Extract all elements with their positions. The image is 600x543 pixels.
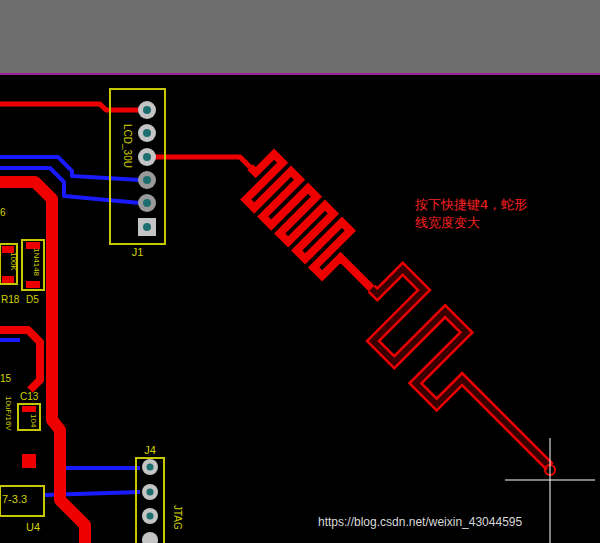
trace — [60, 466, 140, 470]
resistor-outline — [0, 244, 17, 284]
board-edge — [0, 73, 600, 75]
serpentine-trace — [232, 149, 390, 307]
designator: D5 — [26, 294, 39, 305]
component-value: 1N4148 — [32, 248, 41, 276]
pad-hole — [143, 106, 151, 114]
pad — [142, 532, 158, 543]
cursor-line — [550, 438, 551, 543]
top-traces — [0, 104, 575, 543]
pad — [22, 406, 36, 412]
j4-pads — [142, 459, 158, 543]
bottom-traces — [0, 157, 140, 495]
pad — [138, 171, 156, 189]
annotation: 按下快捷键4，蛇形 线宽度变大 — [415, 196, 535, 232]
pad — [142, 484, 158, 500]
pad — [138, 194, 156, 212]
trace — [147, 157, 250, 167]
designator: R18 — [1, 294, 19, 305]
designator: 6 — [0, 207, 6, 218]
pad-hole — [143, 129, 151, 137]
component-value: 10uF/16V — [4, 396, 13, 431]
pad — [26, 281, 40, 288]
pad — [2, 246, 14, 253]
pad — [138, 148, 156, 166]
component-value: 104 — [29, 414, 38, 427]
connector-outline: J4JTAG — [135, 457, 165, 543]
pad-hole — [147, 464, 154, 471]
pad — [26, 242, 40, 249]
selected-serpentine — [346, 263, 575, 492]
pad-hole — [147, 489, 154, 496]
regulator-outline — [0, 486, 44, 516]
pad-hole — [143, 223, 151, 231]
pad — [142, 508, 158, 524]
designator: U4 — [26, 521, 40, 533]
designator: J4 — [137, 444, 163, 456]
board-margin — [0, 0, 600, 73]
designator: J1 — [111, 246, 164, 258]
pad — [22, 454, 36, 468]
trace — [0, 104, 140, 110]
pad — [138, 124, 156, 142]
trace — [0, 330, 40, 390]
silkscreen — [0, 240, 44, 516]
component-value: 100K — [9, 252, 18, 271]
square-pad — [138, 218, 156, 236]
designator: 15 — [0, 373, 11, 384]
power-trace — [0, 182, 85, 543]
pad-hole — [143, 199, 151, 207]
designator: C13 — [20, 391, 38, 402]
watermark: https://blog.csdn.net/weixin_43044595 — [318, 515, 522, 529]
pad-hole — [147, 513, 154, 520]
pad-hole — [143, 153, 151, 161]
trace — [0, 338, 20, 342]
connector-outline: LCD_30UJ1 — [109, 88, 166, 245]
pad-hole — [143, 176, 151, 184]
pad — [2, 276, 14, 283]
j1-pads — [138, 101, 156, 236]
diode-outline — [22, 240, 44, 290]
pad — [138, 101, 156, 119]
capacitor-outline — [18, 404, 40, 430]
component-value: 7-3.3 — [2, 493, 27, 505]
smd-pads — [2, 242, 40, 468]
serpentine — [225, 142, 576, 493]
pad — [142, 459, 158, 475]
designator: JTAG — [172, 505, 183, 530]
connector-name: LCD_30U — [122, 124, 133, 168]
selected-serpentine-fill — [346, 263, 575, 492]
